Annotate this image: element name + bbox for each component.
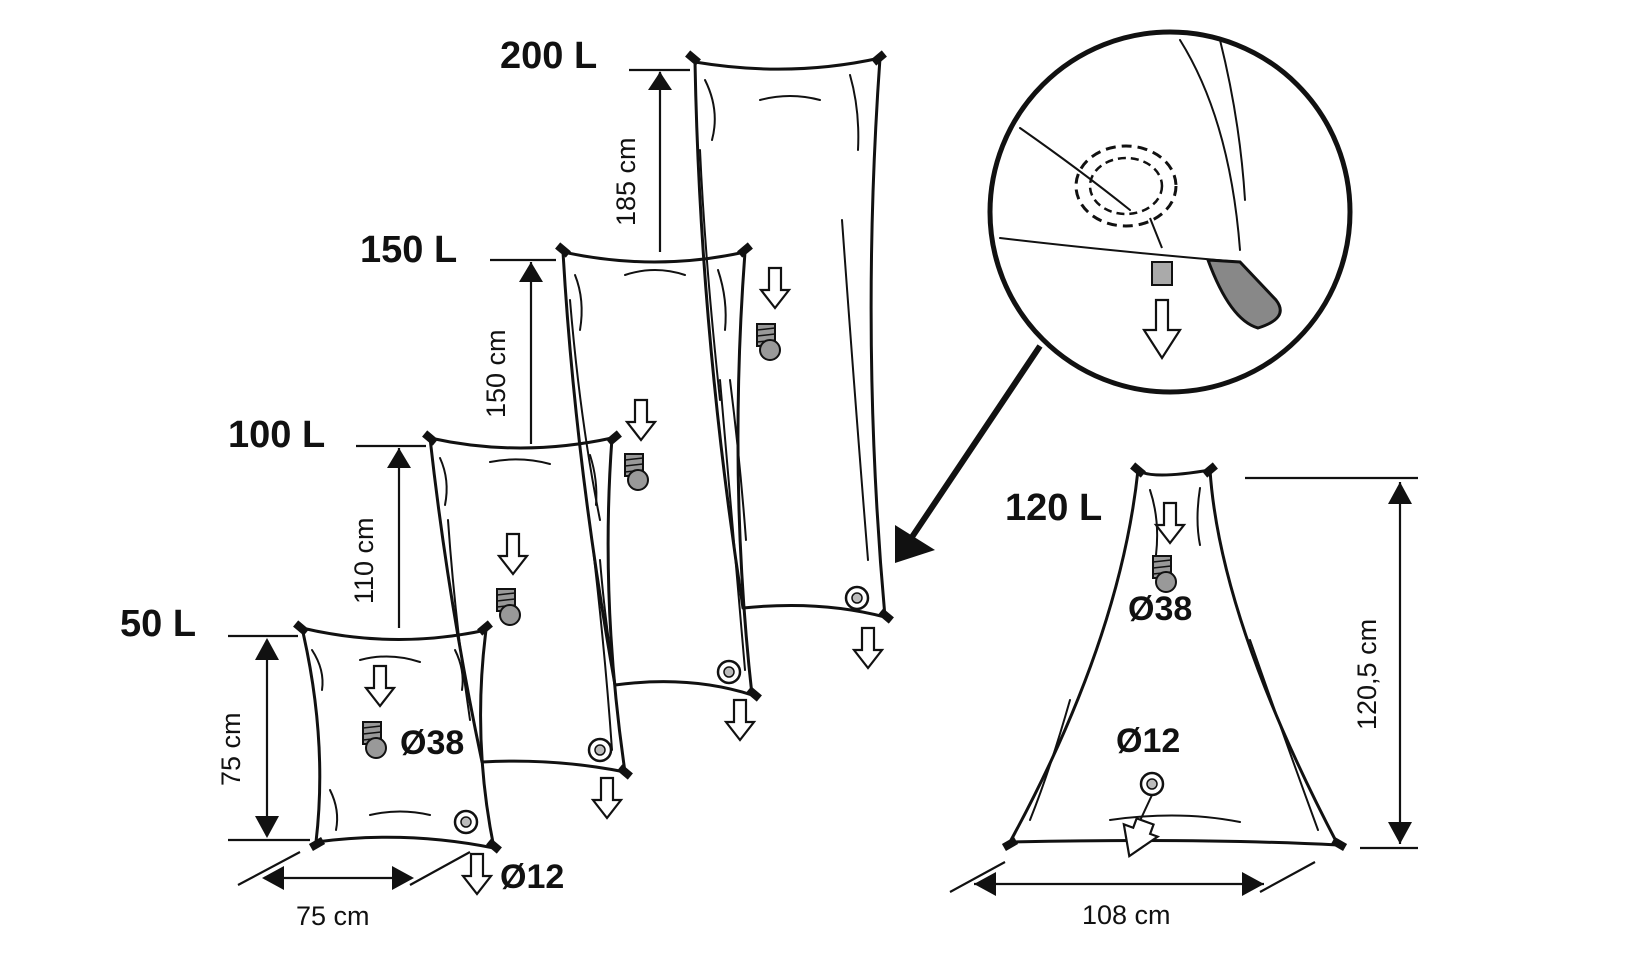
dim-label-75-height: 75 cm xyxy=(216,712,246,786)
dim-label-75-width: 75 cm xyxy=(296,901,370,931)
diameter-label-12-small-bag: Ø12 xyxy=(500,858,564,896)
bag-150l xyxy=(555,242,762,742)
volume-label-100: 100 L xyxy=(228,414,325,456)
zoom-pointer-arrow xyxy=(895,344,1043,563)
dim-label-110: 110 cm xyxy=(349,517,379,604)
dim-h50: 75 cm xyxy=(216,634,310,842)
bag-50l xyxy=(293,620,502,896)
dim-h120: 120,5 cm xyxy=(1245,476,1418,850)
dim-w120: 108 cm xyxy=(949,861,1316,930)
volume-label-200: 200 L xyxy=(500,35,597,77)
diameter-label-38-small-bag: Ø38 xyxy=(400,724,464,762)
dim-label-120-5: 120,5 cm xyxy=(1352,619,1382,730)
dim-h200: 185 cm xyxy=(611,68,690,252)
diameter-label-38-triangle-bag: Ø38 xyxy=(1128,590,1192,628)
dim-label-185: 185 cm xyxy=(611,137,641,226)
detail-magnifier xyxy=(987,29,1353,395)
dim-label-150: 150 cm xyxy=(481,329,511,418)
dim-w50: 75 cm xyxy=(237,851,471,931)
volume-label-120: 120 L xyxy=(1005,487,1102,529)
volume-label-50: 50 L xyxy=(120,603,196,645)
bag-200l xyxy=(685,50,894,670)
dim-h150: 150 cm xyxy=(481,258,556,444)
dim-label-108: 108 cm xyxy=(1082,900,1171,930)
bag-100l xyxy=(422,430,633,820)
diameter-label-12-triangle-bag: Ø12 xyxy=(1116,722,1180,760)
dim-h100: 110 cm xyxy=(349,444,426,628)
bag-120l xyxy=(1001,462,1348,858)
volume-label-150: 150 L xyxy=(360,229,457,271)
